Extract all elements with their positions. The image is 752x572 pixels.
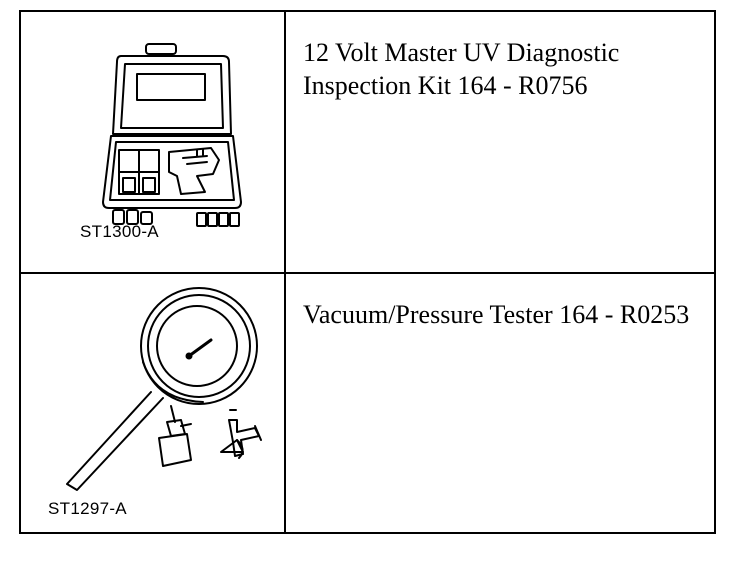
- tool-row-vacuum-tester: ST1297-A Vacuum/Pressure Tester 164 - R0…: [21, 274, 714, 532]
- column-divider: [284, 274, 286, 532]
- tool-description: Vacuum/Pressure Tester 164 - R0253: [303, 300, 690, 329]
- tool-description-cell: 12 Volt Master UV Diagnostic Inspection …: [286, 12, 714, 272]
- part-number: ST1297-A: [48, 499, 127, 518]
- vacuum-pressure-gauge-icon: [21, 274, 284, 532]
- tool-image-cell: ST1297-A: [21, 274, 284, 532]
- tool-description-cell: Vacuum/Pressure Tester 164 - R0253: [286, 274, 714, 532]
- tool-image-cell: ST1300-A: [21, 12, 284, 272]
- tool-row-uv-kit: ST1300-A 12 Volt Master UV Diagnostic In…: [21, 12, 714, 274]
- special-tools-table: ST1300-A 12 Volt Master UV Diagnostic In…: [19, 10, 716, 534]
- uv-diagnostic-kit-case-icon: [21, 12, 284, 274]
- column-divider: [284, 12, 286, 272]
- tool-description: 12 Volt Master UV Diagnostic Inspection …: [303, 38, 620, 100]
- part-number: ST1300-A: [80, 222, 159, 241]
